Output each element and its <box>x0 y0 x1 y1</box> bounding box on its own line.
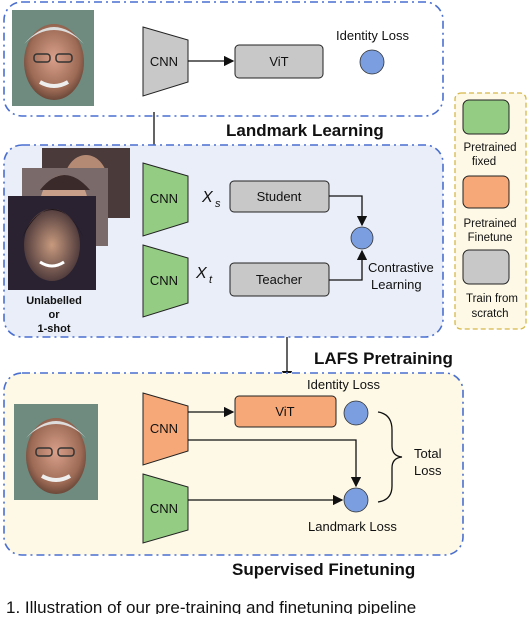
landmark-loss-node <box>343 487 369 513</box>
lafs-pretraining-title: LAFS Pretraining <box>314 349 453 368</box>
legend-gray-label-2: scratch <box>471 308 508 320</box>
teacher-block: Teacher <box>229 262 330 297</box>
cnn-label: CNN <box>150 273 178 288</box>
legend-orange-label-1: Pretrained <box>463 218 516 230</box>
or-label: or <box>49 309 61 321</box>
vit-label: ViT <box>269 54 288 69</box>
supervised-finetuning-title: Supervised Finetuning <box>232 560 415 579</box>
student-label: Student <box>257 189 302 204</box>
arrow-cnn-to-landmark-loss <box>188 439 362 488</box>
vit-block-landmark: ViT <box>234 44 324 79</box>
identity-loss-label: Identity Loss <box>336 28 409 43</box>
face-photo-top <box>12 10 94 106</box>
contrastive-loss-node <box>350 226 374 250</box>
cnn-label: CNN <box>150 421 178 436</box>
identity-loss-node <box>359 49 385 75</box>
legend-pretrained-finetune: Pretrained Finetune <box>462 175 517 244</box>
vit-block-finetune: ViT <box>234 395 337 428</box>
student-block: Student <box>229 180 330 213</box>
vit-label: ViT <box>275 404 294 419</box>
contrastive-label-1: Contrastive <box>368 260 434 275</box>
landmark-loss-label: Landmark Loss <box>308 519 397 534</box>
legend-green-label-2: fixed <box>472 156 496 168</box>
cnn-label: CNN <box>150 501 178 516</box>
svg-text:X: X <box>195 265 208 282</box>
cnn-block-teacher: CNN <box>142 244 189 318</box>
landmark-learning-title: Landmark Learning <box>226 121 384 140</box>
unlabelled-label: Unlabelled <box>26 295 82 307</box>
cnn-block-student: CNN <box>142 162 189 237</box>
xt-symbol: X t <box>195 265 213 286</box>
unlabelled-face-stack <box>8 148 130 290</box>
landmark-learning-panel <box>3 1 444 117</box>
xs-symbol: X s <box>201 189 221 210</box>
teacher-label: Teacher <box>256 272 303 287</box>
legend-gray-label-1: Train from <box>466 293 518 305</box>
svg-text:X: X <box>201 189 214 206</box>
contrastive-label-2: Learning <box>371 277 422 292</box>
cnn-label: CNN <box>150 191 178 206</box>
identity-loss-label-finetune: Identity Loss <box>307 377 380 392</box>
one-shot-label: 1-shot <box>38 323 71 335</box>
legend-orange-label-2: Finetune <box>468 232 513 244</box>
face-photo-bottom <box>14 404 98 500</box>
total-loss-brace <box>377 411 403 503</box>
arrow-teacher-to-contrastive <box>329 249 368 281</box>
figure-caption: 1. Illustration of our pre-training and … <box>6 598 416 614</box>
legend-train-from-scratch: Train from scratch <box>462 249 518 320</box>
cnn-block-fixed: CNN <box>142 473 189 544</box>
legend-green-label-1: Pretrained <box>463 142 516 154</box>
identity-loss-node-finetune <box>343 400 369 426</box>
svg-text:s: s <box>215 198 221 210</box>
total-label: Total <box>414 446 442 461</box>
arrow-student-to-contrastive <box>329 195 368 227</box>
svg-text:t: t <box>209 274 213 286</box>
legend-pretrained-fixed: Pretrained fixed <box>462 99 517 168</box>
cnn-block-finetune: CNN <box>142 392 189 466</box>
cnn-block-landmark: CNN <box>142 26 189 97</box>
cnn-label: CNN <box>150 54 178 69</box>
loss-label: Loss <box>414 463 442 478</box>
